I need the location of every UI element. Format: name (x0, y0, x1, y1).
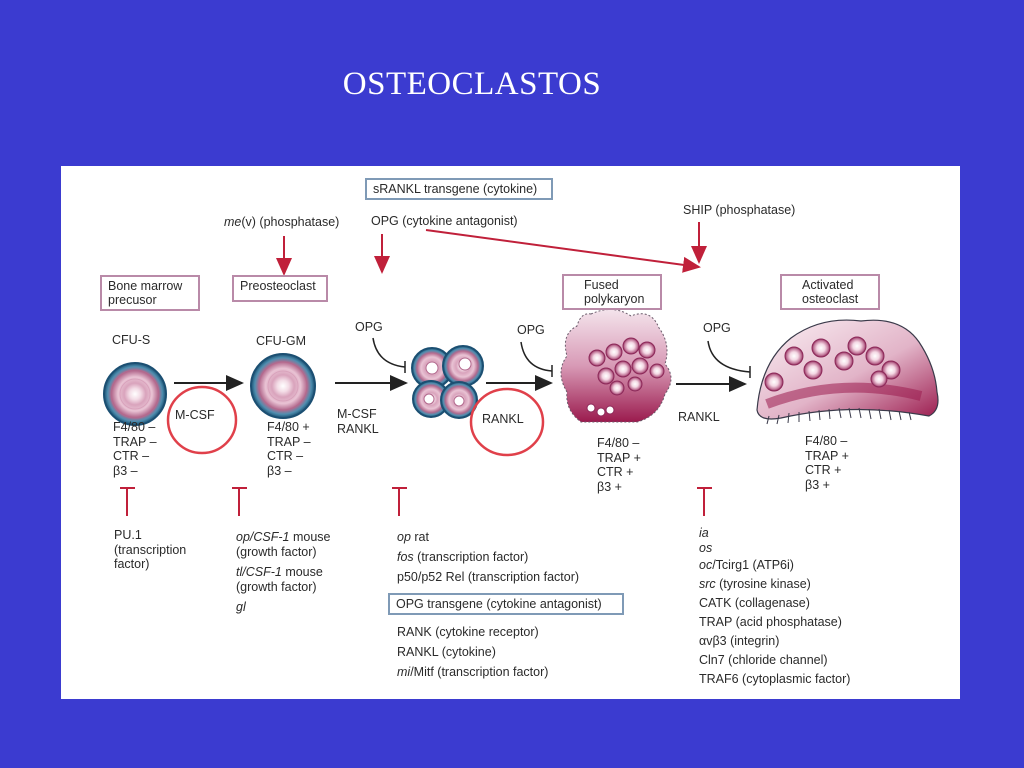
opg-3-inhibit (707, 340, 751, 373)
cfu-gm-cell (250, 353, 316, 419)
m-csf-label: M-CSF (175, 408, 215, 422)
csf1-list: op/CSF-1 mouse (growth factor) tl/CSF-1 … (236, 530, 331, 614)
opg-label-1: OPG (355, 320, 383, 334)
cfu-s-label: CFU-S (112, 333, 151, 347)
cell-cluster (411, 345, 484, 419)
opg-label-3: OPG (703, 321, 731, 335)
activated-markers: F4/80 –TRAP +CTR +β3 + (805, 434, 849, 492)
rankl-label-3: RANKL (482, 412, 524, 426)
rankl-label-4: RANKL (678, 410, 720, 424)
srankl-arrow (425, 229, 701, 273)
col3-list: op rat fos (transcription factor) p50/p5… (397, 530, 580, 584)
opg-label-2: OPG (517, 323, 545, 337)
preosteoclast-box: Preosteoclast (232, 275, 328, 302)
preosteoclast-markers: F4/80 +TRAP –CTR –β3 – (267, 420, 311, 478)
opg-2-inhibit (520, 341, 553, 372)
highlight-m-csf (166, 385, 238, 455)
osteoclast-diagram: me(v) (phosphatase) sRANKL transgene (cy… (61, 166, 960, 699)
cfu-gm-label: CFU-GM (256, 334, 306, 348)
fused-markers: F4/80 –TRAP +CTR +β3 + (597, 436, 641, 494)
opg-1-inhibit (372, 337, 406, 368)
me-v-label: me(v) (phosphatase) (224, 215, 340, 229)
col3-list-2: RANK (cytokine receptor) RANKL (cytokine… (397, 625, 549, 679)
activated-osteoclast (756, 319, 939, 425)
fused-polykaryon (560, 309, 672, 423)
ship-label: SHIP (phosphatase) (683, 203, 796, 217)
inhibition-bars (120, 487, 712, 516)
bone-marrow-markers: F4/80 –TRAP –CTR –β3 – (113, 420, 157, 478)
col4-list: ia os oc/Tcirg1 (ATP6i) src (tyrosine ki… (699, 526, 851, 686)
srankl-transgene-box: sRANKL transgene (cytokine) (365, 178, 553, 200)
cfu-s-cell (103, 362, 167, 426)
opg-transgene-box: OPG transgene (cytokine antagonist) (388, 593, 624, 615)
diagram-graphics (103, 222, 939, 516)
opg-antagonist-label: OPG (cytokine antagonist) (371, 214, 518, 228)
highlight-rankl (469, 387, 545, 457)
slide-title: OSTEOCLASTOS (342, 66, 602, 102)
